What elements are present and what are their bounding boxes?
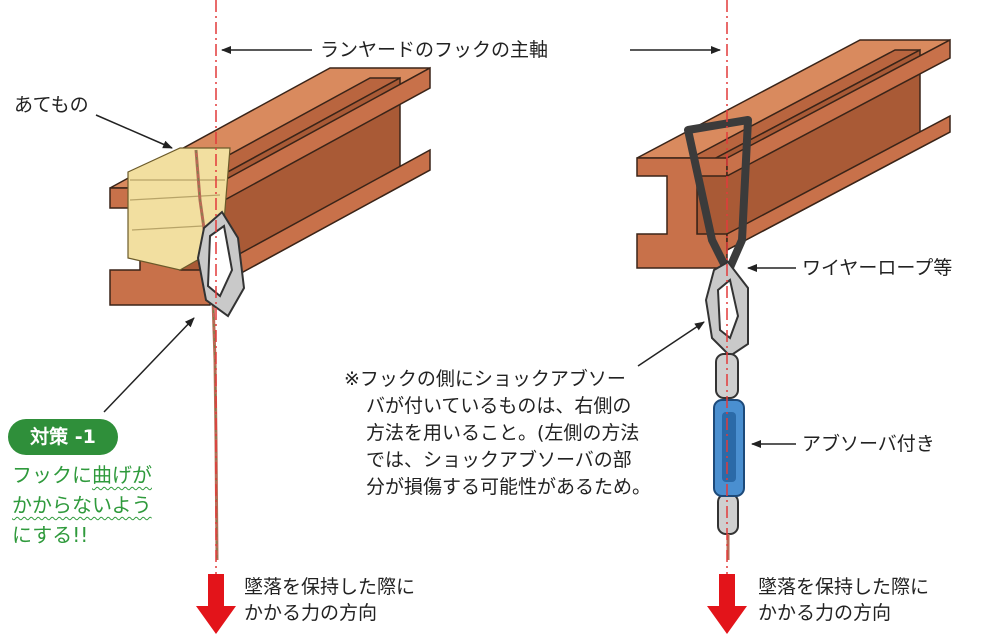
pad-label: あてもの: [14, 94, 89, 116]
absorber-label: アブソーバ付き: [802, 433, 935, 455]
force-label-left-line1: 墜落を保持した際に: [244, 576, 416, 598]
caution-note: ※フックの側にショックアブソー バが付いているものは、右側の 方法を用いること。…: [344, 366, 651, 501]
force-label-right: 墜落を保持した際に かかる力の方向: [758, 574, 929, 626]
right-wire-sling: [684, 116, 752, 276]
wire-rope-label: ワイヤーロープ等: [802, 257, 953, 279]
advice-line-1: フックに曲げが: [12, 460, 152, 490]
force-label-right-line2: かかる力の方向: [758, 602, 892, 624]
left-hook-icon: [196, 210, 246, 318]
force-arrow-right-icon: [707, 574, 747, 634]
advice-line-1-emph: 曲げが: [92, 463, 152, 487]
left-i-beam: [109, 66, 431, 306]
advice-line-2: かからないよう: [12, 493, 152, 517]
force-label-left-line2: かかる力の方向: [244, 602, 378, 624]
shock-absorber: [713, 399, 745, 497]
right-i-beam: [636, 38, 951, 269]
hook-axis-label: ランヤードのフックの主軸: [320, 39, 549, 61]
note-line-5: 分が損傷する可能性があるため。: [366, 476, 652, 498]
force-arrow-left-icon: [196, 574, 236, 634]
force-label-right-line1: 墜落を保持した際に: [758, 576, 930, 598]
note-line-1: ※フックの側にショックアブソー: [344, 368, 626, 390]
note-line-3: 方法を用いること。(左側の方法: [366, 422, 640, 444]
note-line-4: では、ショックアブソーバの部: [366, 449, 632, 471]
note-pointer: [637, 321, 705, 367]
note-line-2: バが付いているものは、右側の: [366, 395, 632, 417]
advice-line-3: にする!!: [12, 523, 89, 547]
advice-text: フックに曲げが かからないよう にする!!: [12, 460, 152, 550]
advice-line-1-pre: フックに: [12, 463, 92, 487]
pad-pointer: [95, 114, 173, 149]
advice-pointer: [103, 317, 195, 413]
force-label-left: 墜落を保持した際に かかる力の方向: [244, 574, 415, 626]
countermeasure-badge: 対策 -1: [8, 419, 118, 455]
